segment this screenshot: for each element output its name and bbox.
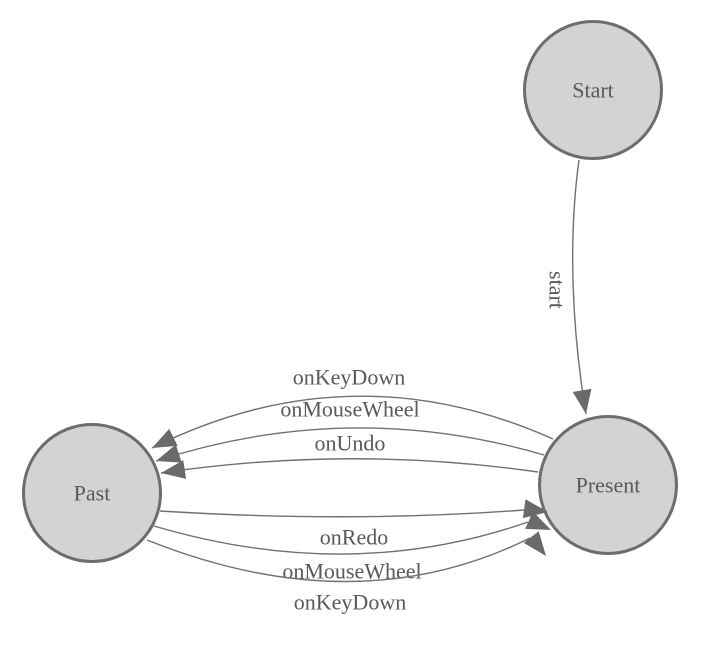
arrowhead-icon-past-to-present-onredo bbox=[522, 499, 548, 519]
edge-label-present-to-past-onmousewheel: onMouseWheel bbox=[280, 397, 419, 422]
state-node-start bbox=[523, 20, 663, 160]
state-node-past bbox=[22, 423, 162, 563]
edge-label-present-to-past-onkeydown: onKeyDown bbox=[293, 365, 405, 390]
edge-present-to-past-onundo bbox=[160, 458, 539, 479]
state-node-label-start: Start bbox=[572, 78, 614, 103]
arrowhead-icon-past-to-present-onkeydown bbox=[523, 531, 546, 556]
edge-past-to-present-onmousewheel bbox=[153, 521, 529, 555]
arrowhead-icon-past-to-present-onmousewheel bbox=[525, 511, 551, 530]
edge-label-present-to-past-onundo: onUndo bbox=[315, 431, 386, 456]
edge-past-to-present-onredo bbox=[159, 509, 525, 518]
state-node-present bbox=[538, 415, 678, 555]
edge-past-to-present-onkeydown bbox=[146, 537, 531, 583]
edge-label-past-to-present-onkeydown: onKeyDown bbox=[294, 590, 406, 615]
state-node-label-present: Present bbox=[576, 473, 641, 498]
state-node-label-past: Past bbox=[74, 481, 111, 506]
edges-layer: start onKeyDown onMouseWheel onUndo onRedo on… bbox=[146, 159, 592, 615]
edge-label-past-to-present-onredo: onRedo bbox=[320, 525, 388, 550]
edge-label-start-to-present-start: start bbox=[544, 271, 569, 309]
edge-start-to-present-start bbox=[571, 159, 592, 415]
edge-present-to-past-onkeydown bbox=[151, 395, 554, 449]
edge-present-to-past-onmousewheel bbox=[155, 427, 545, 463]
